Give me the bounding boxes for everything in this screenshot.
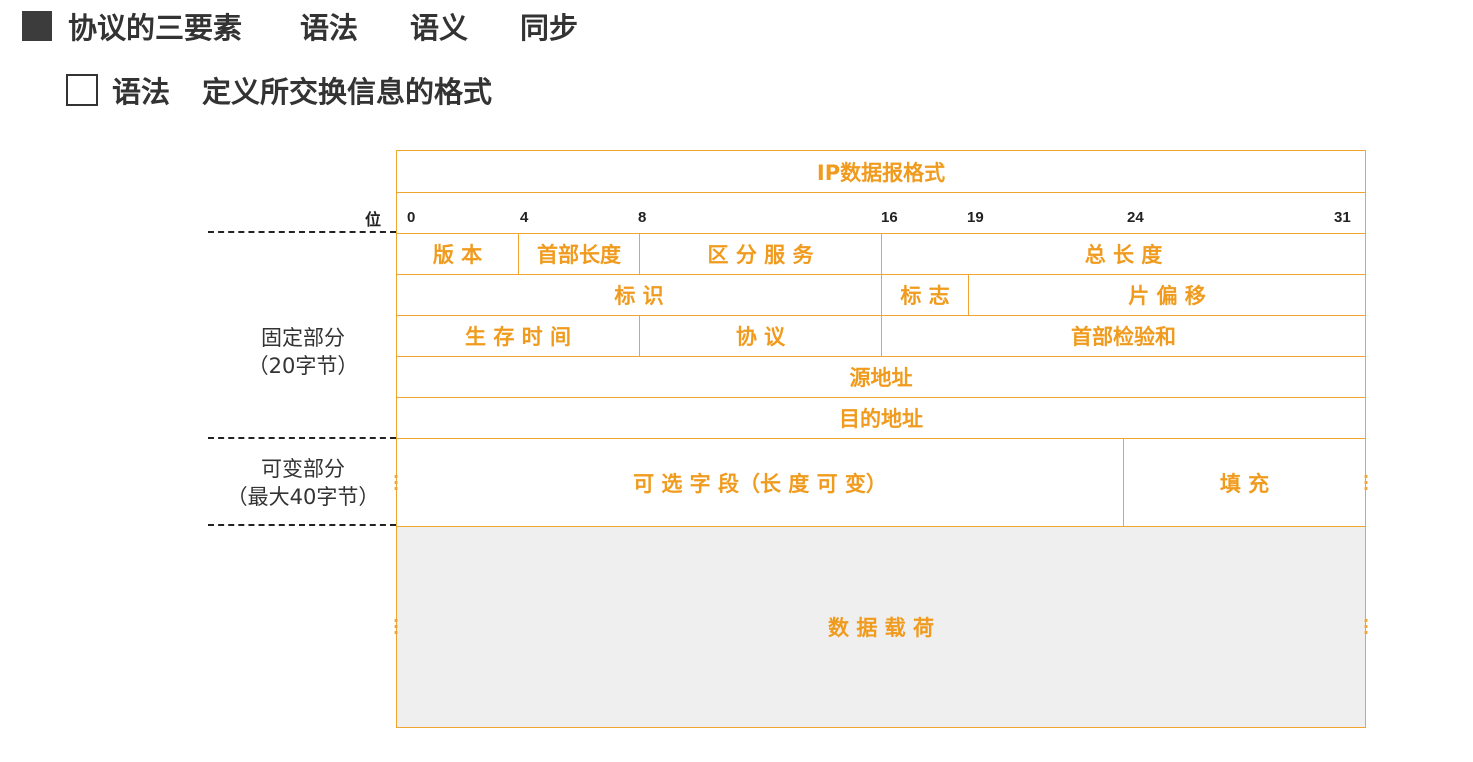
heading-title: 协议的三要素 <box>68 11 243 45</box>
right-payload-dots-icon: ··· <box>1363 611 1370 642</box>
left-options-dots-icon: ··· <box>393 467 400 498</box>
main-heading: 协议的三要素 语法 语义 同步 <box>22 6 630 46</box>
field-header-checksum: 首部检验和 <box>881 315 1365 356</box>
field-data-payload: 数 据 载 荷 <box>397 526 1365 727</box>
field-total-length: 总 长 度 <box>881 233 1365 274</box>
bit-tick-8: 8 <box>638 209 647 226</box>
field-protocol: 协 议 <box>639 315 881 356</box>
field-version: 版 本 <box>397 233 518 274</box>
heading-item-semantics: 语义 <box>410 11 469 45</box>
field-options: 可 选 字 段（长 度 可 变） <box>397 438 1123 526</box>
field-padding: 填 充 <box>1123 438 1365 526</box>
variable-part-label: 可变部分 （最大40字节） <box>218 455 388 511</box>
bit-tick-24: 24 <box>1127 209 1144 226</box>
fixed-part-title: 固定部分 <box>261 326 345 350</box>
sub-heading: 语法 定义所交换信息的格式 <box>66 70 492 110</box>
heading-item-timing: 同步 <box>520 11 579 45</box>
subheading-label: 语法 <box>112 75 171 109</box>
left-payload-dots-icon: ··· <box>393 611 400 642</box>
bits-label: 位 <box>365 210 382 229</box>
subheading-description: 定义所交换信息的格式 <box>202 75 493 109</box>
variable-part-title: 可变部分 <box>261 457 345 481</box>
variable-bottom-dashed-line <box>208 524 396 526</box>
field-header-length: 首部长度 <box>518 233 639 274</box>
filled-square-bullet-icon <box>22 11 52 41</box>
empty-square-bullet-icon <box>66 74 98 106</box>
field-flags: 标 志 <box>881 274 968 315</box>
field-time-to-live: 生 存 时 间 <box>397 315 639 356</box>
field-fragment-offset: 片 偏 移 <box>968 274 1365 315</box>
heading-item-syntax: 语法 <box>300 11 359 45</box>
bit-tick-31: 31 <box>1334 209 1351 226</box>
ip-datagram-diagram: IP数据报格式 0 4 8 16 19 24 31 版 本 首部长度 区 分 服… <box>396 150 1366 728</box>
field-identification: 标 识 <box>397 274 881 315</box>
field-differentiated-services: 区 分 服 务 <box>639 233 881 274</box>
bit-tick-0: 0 <box>407 209 416 226</box>
diagram-title: IP数据报格式 <box>816 160 946 185</box>
bit-tick-19: 19 <box>967 209 984 226</box>
fixed-part-label: 固定部分 （20字节） <box>218 324 388 380</box>
field-destination-address: 目的地址 <box>397 397 1365 438</box>
bit-ruler-row <box>397 192 1365 233</box>
field-source-address: 源地址 <box>397 356 1365 397</box>
fixed-top-dashed-line <box>208 231 396 233</box>
bit-tick-4: 4 <box>520 209 529 226</box>
fixed-part-size: （20字节） <box>247 354 359 378</box>
right-options-dots-icon: ··· <box>1363 467 1370 498</box>
variable-part-size: （最大40字节） <box>226 485 380 509</box>
bit-tick-16: 16 <box>881 209 898 226</box>
fixed-bottom-dashed-line <box>208 437 396 439</box>
